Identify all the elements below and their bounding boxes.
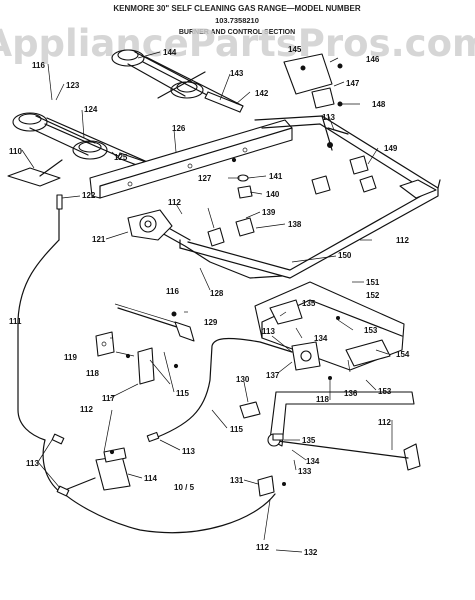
callout-116: 116 <box>166 287 179 296</box>
callout-117: 117 <box>102 394 115 403</box>
pressure-regulator <box>127 209 173 241</box>
callout-131: 131 <box>230 476 244 485</box>
callout-154: 154 <box>396 350 410 359</box>
callout-152: 152 <box>366 291 380 300</box>
thermostat-probe <box>114 303 195 342</box>
callout-153: 153 <box>364 326 378 335</box>
gas-line-132 <box>59 489 276 534</box>
switch-147 <box>311 87 343 109</box>
gas-line-113 <box>42 439 61 493</box>
callout-113: 113 <box>26 459 39 468</box>
callout-129: 129 <box>204 318 218 327</box>
manifold-bracket <box>89 119 293 199</box>
spark-electrode <box>56 194 63 241</box>
callout-116: 116 <box>32 61 45 70</box>
callout-133: 133 <box>298 467 312 476</box>
callout-134: 134 <box>314 334 328 343</box>
callout-115: 115 <box>230 425 243 434</box>
broil-burner <box>267 391 421 471</box>
callout-144: 144 <box>163 48 177 57</box>
callout-labels: 116 123 124 110 125 144 143 142 145 146 … <box>9 45 410 557</box>
callout-139: 139 <box>262 208 276 217</box>
callout-136: 136 <box>344 389 358 398</box>
callout-112: 112 <box>396 236 409 245</box>
callout-119: 119 <box>64 353 77 362</box>
callout-112: 112 <box>256 543 269 552</box>
callout-112: 112 <box>80 405 93 414</box>
bracket-145 <box>283 53 343 95</box>
oven-valve <box>291 341 332 380</box>
gas-line-111 <box>17 239 60 441</box>
callout-140: 140 <box>266 190 280 199</box>
callout-149: 149 <box>384 144 398 153</box>
callout-134: 134 <box>306 457 320 466</box>
callout-138: 138 <box>288 220 302 229</box>
gas-tube-128 <box>159 231 283 279</box>
leader-lines <box>21 51 393 553</box>
section-title: BURNER AND CONTROL SECTION <box>179 29 295 36</box>
oven-baffle <box>254 281 405 371</box>
callout-130: 130 <box>236 375 250 384</box>
callout-112: 112 <box>378 418 391 427</box>
callout-145: 145 <box>288 45 302 54</box>
callout-124: 124 <box>84 105 98 114</box>
callout-137: 137 <box>266 371 280 380</box>
callout-115: 115 <box>176 389 189 398</box>
callout-110: 110 <box>9 147 22 156</box>
pilot-131 <box>257 475 286 497</box>
callout-127: 127 <box>198 174 212 183</box>
bracket-117 <box>125 347 179 385</box>
callout-122: 122 <box>82 191 96 200</box>
callout-151: 151 <box>366 278 380 287</box>
callout-121: 121 <box>92 235 106 244</box>
callout-132: 132 <box>304 548 318 557</box>
valve-cluster <box>207 155 377 247</box>
callout-143: 143 <box>230 69 244 78</box>
callout-114: 114 <box>144 474 157 483</box>
page-note: 10 / 5 <box>174 483 195 492</box>
callout-111: 111 <box>9 317 22 326</box>
burner-assembly-right <box>111 49 244 113</box>
callout-112: 112 <box>168 198 181 207</box>
callout-118: 118 <box>86 369 99 378</box>
callout-148: 148 <box>372 100 386 109</box>
callout-150: 150 <box>338 251 352 260</box>
diagram-title: KENMORE 30" SELF CLEANING GAS RANGE—MODE… <box>113 4 360 13</box>
callout-118: 118 <box>316 395 329 404</box>
burner-frame <box>179 115 441 279</box>
callout-126: 126 <box>172 124 186 133</box>
model-number: 103.7358210 <box>215 16 259 25</box>
callout-113: 113 <box>322 113 335 122</box>
gas-line-115 <box>149 337 293 441</box>
safety-valve <box>95 447 131 491</box>
callout-141: 141 <box>269 172 283 181</box>
callout-142: 142 <box>255 89 269 98</box>
callout-113: 113 <box>182 447 195 456</box>
watermark: AppliancePartsPros.com <box>0 22 475 65</box>
callout-125: 125 <box>114 153 128 162</box>
callout-128: 128 <box>210 289 224 298</box>
bracket-119 <box>95 331 115 357</box>
callout-123: 123 <box>66 81 80 90</box>
callout-153: 153 <box>378 387 392 396</box>
callout-146: 146 <box>366 55 380 64</box>
clip-130 <box>239 401 261 419</box>
callout-135: 135 <box>302 436 316 445</box>
callout-135: 135 <box>302 299 316 308</box>
callout-113: 113 <box>262 327 275 336</box>
callout-147: 147 <box>346 79 360 88</box>
